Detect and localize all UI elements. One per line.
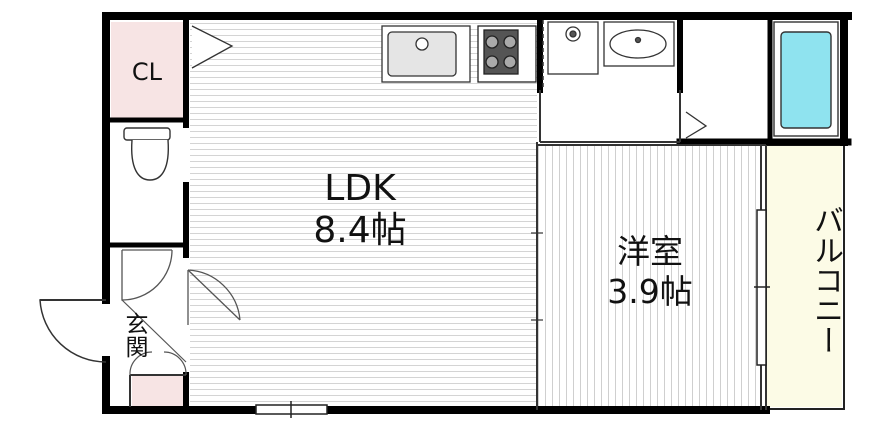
western-room-floor bbox=[537, 145, 761, 410]
toilet bbox=[123, 127, 171, 181]
washing-machine bbox=[547, 21, 599, 75]
closet-door-mark bbox=[191, 25, 234, 69]
entrance-door-swing bbox=[39, 299, 107, 363]
ldk-label: LDK 8.4帖 bbox=[240, 168, 480, 252]
balcony-floor bbox=[766, 145, 842, 407]
window-bottom bbox=[255, 401, 328, 418]
ldk-size: 8.4帖 bbox=[313, 210, 407, 251]
ldk-door-swing bbox=[187, 269, 241, 321]
entrance-label: 玄関 bbox=[121, 312, 147, 358]
shoebox-door bbox=[129, 351, 187, 376]
balcony-label: バルコニー bbox=[808, 205, 843, 355]
wash-basin bbox=[603, 21, 675, 67]
ldk-floor bbox=[190, 20, 537, 410]
entrance-floor bbox=[132, 375, 186, 407]
kitchen-sink bbox=[381, 25, 471, 83]
bathtub bbox=[773, 21, 839, 137]
western-room-size: 3.9帖 bbox=[607, 272, 693, 311]
ldk-name: LDK bbox=[324, 168, 396, 209]
western-room-name: 洋室 bbox=[617, 232, 683, 271]
entrance-step-line bbox=[121, 299, 187, 363]
window-balcony bbox=[754, 209, 770, 366]
western-room-label: 洋室 3.9帖 bbox=[560, 232, 740, 312]
closet-label: CL bbox=[131, 58, 163, 86]
walls bbox=[102, 12, 852, 414]
gas-stove bbox=[477, 25, 537, 83]
closet-floor bbox=[111, 22, 186, 120]
sliding-door-marks bbox=[531, 228, 543, 325]
bathroom-door-mark bbox=[685, 111, 708, 139]
toilet-door-swing bbox=[121, 249, 173, 301]
